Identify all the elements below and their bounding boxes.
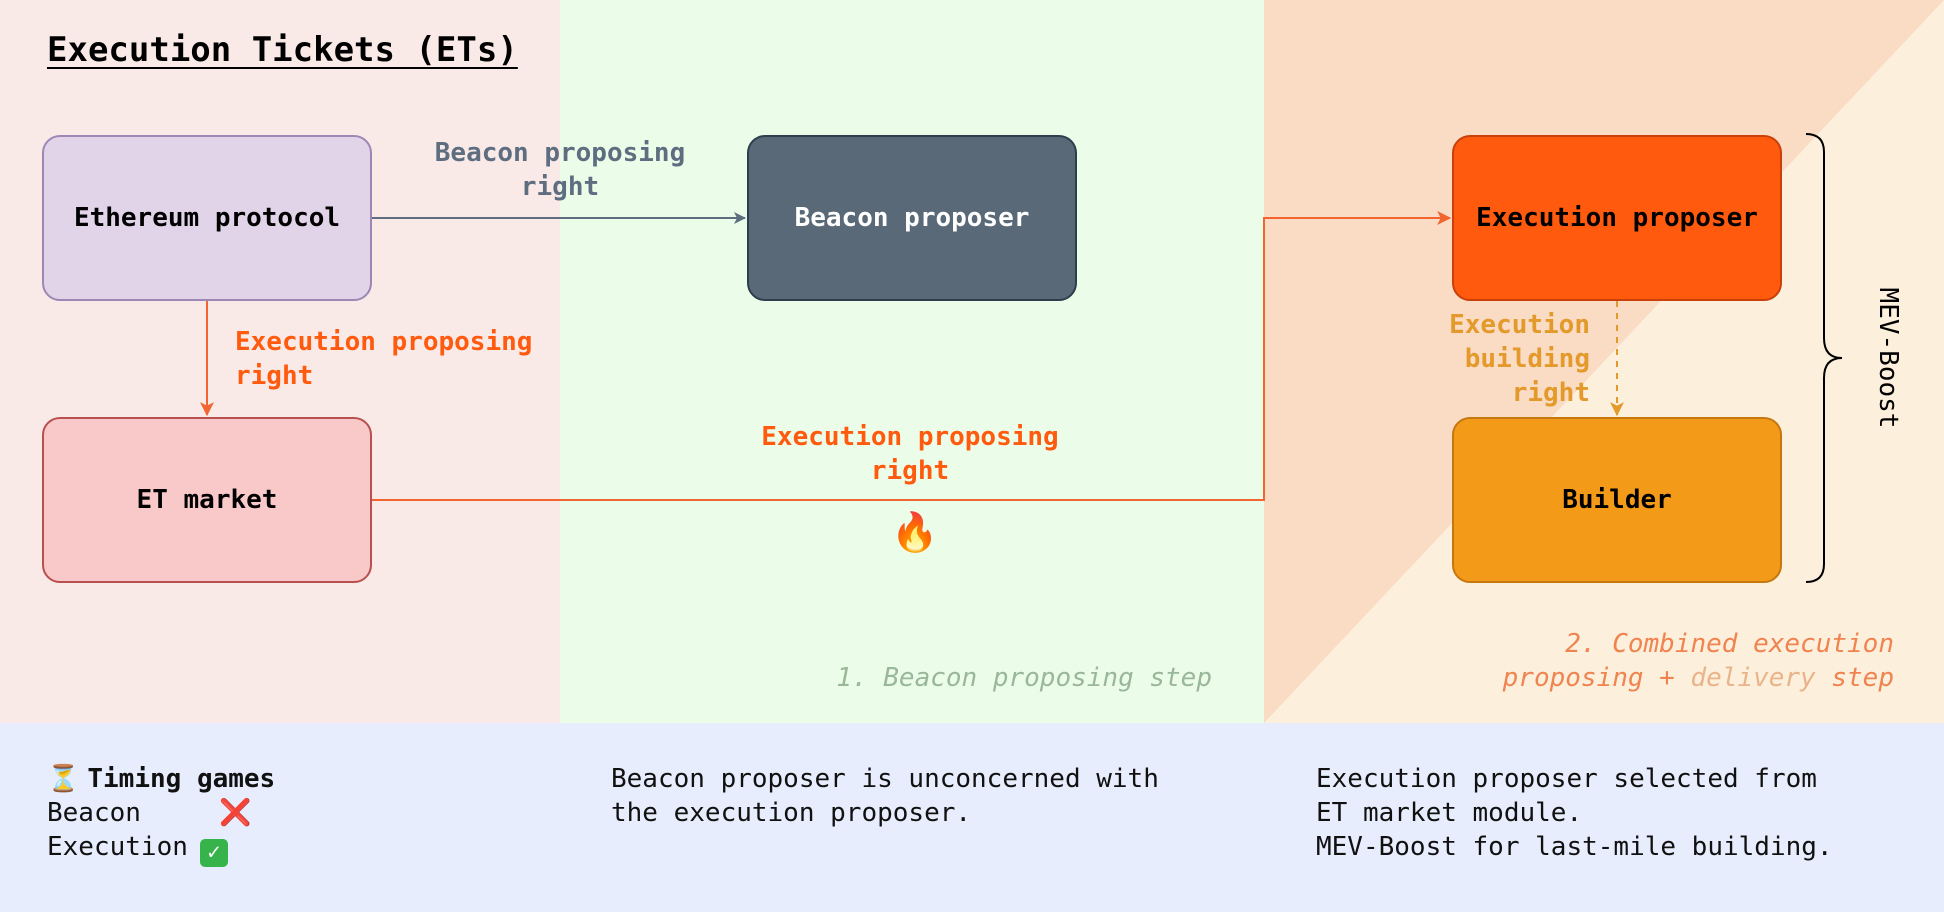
node-et-market: ET market	[42, 417, 372, 583]
label-line: right	[1511, 378, 1590, 408]
label-execution-proposing-right-down: Execution proposing right	[235, 325, 532, 393]
timing-games-title: Timing games	[87, 764, 276, 794]
step-2-line-1: 2. Combined execution	[1565, 629, 1894, 659]
hourglass-icon: ⏳	[47, 764, 80, 794]
mev-boost-brace	[1805, 133, 1843, 583]
timing-execution-row: Execution ✓	[47, 830, 275, 867]
mev-boost-label: MEV-Boost	[1873, 287, 1903, 429]
timing-beacon-row: Beacon ❌	[47, 796, 275, 830]
label-line: right	[235, 361, 314, 391]
node-builder: Builder	[1452, 417, 1782, 583]
notes-panel	[0, 723, 1944, 912]
beacon-note: Beacon proposer is unconcerned with the …	[611, 764, 1159, 828]
page-title: Execution Tickets (ETs)	[47, 30, 518, 70]
label-line: Execution proposing	[235, 327, 533, 357]
label-execution-building-right: Execution building right	[1300, 308, 1590, 410]
step-1-caption: 1. Beacon proposing step	[836, 663, 1212, 693]
fire-icon: 🔥	[891, 510, 939, 554]
execution-note: Execution proposer selected from ET mark…	[1316, 764, 1833, 862]
label-beacon-proposing-right: Beacon proposing right	[410, 136, 710, 204]
cross-icon: ❌	[219, 798, 252, 828]
label-execution-proposing-right-across: Execution proposing right	[740, 420, 1080, 488]
label-line: right	[520, 172, 600, 202]
label-line: Execution	[1449, 310, 1590, 340]
step-2-line-2: proposing + delivery step	[1503, 661, 1894, 695]
timing-execution-label: Execution	[47, 832, 188, 862]
node-beacon-proposer: Beacon proposer	[747, 135, 1077, 301]
label-line: Execution proposing	[761, 422, 1059, 452]
label-line: Beacon proposing	[434, 138, 686, 168]
step-2-delivery: delivery	[1690, 663, 1816, 693]
step-2-caption: 2. Combined execution proposing + delive…	[1503, 627, 1894, 695]
step-2-text: step	[1815, 663, 1894, 693]
zone-protocol	[0, 0, 560, 723]
arrows-layer	[200, 211, 1624, 501]
label-line: building	[1464, 344, 1590, 374]
timing-games-heading: ⏳Timing games	[47, 762, 275, 796]
step-2-text: proposing +	[1502, 663, 1691, 693]
node-execution-proposer: Execution proposer	[1452, 135, 1782, 301]
zone-beacon-step	[560, 0, 1264, 723]
node-ethereum-protocol: Ethereum protocol	[42, 135, 372, 301]
label-line: right	[870, 456, 950, 486]
check-icon: ✓	[199, 839, 228, 867]
arrow-execution-right-across	[372, 211, 1452, 501]
timing-beacon-label: Beacon	[47, 798, 220, 828]
